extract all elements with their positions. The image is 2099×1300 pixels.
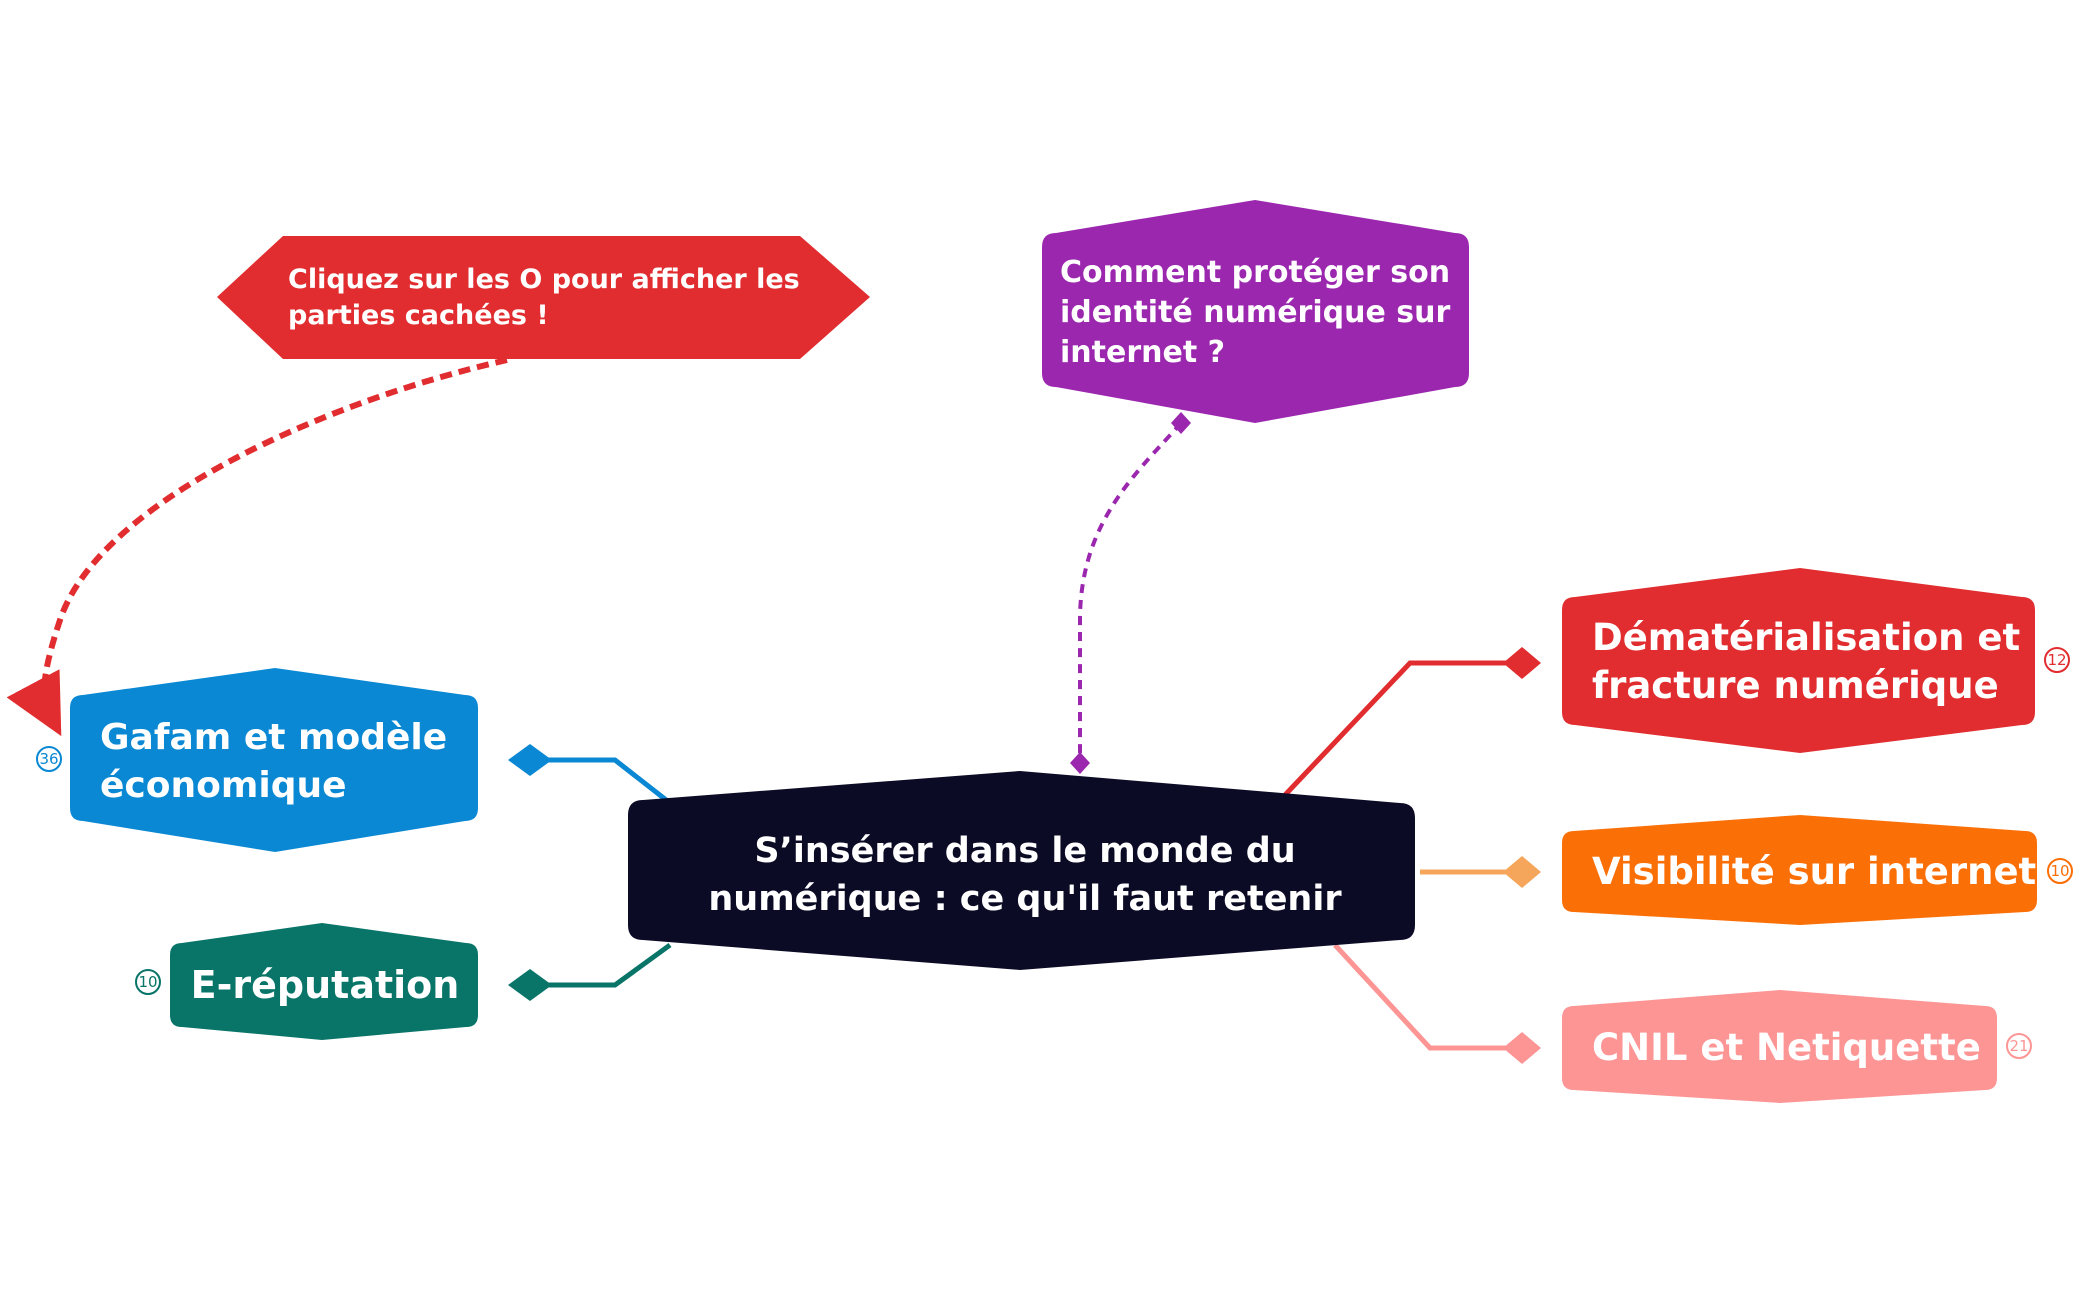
ereputation-node[interactable]: [170, 923, 478, 1040]
ereputation-count-badge[interactable]: 10: [135, 969, 161, 995]
question-connector-end-diamond: [1171, 412, 1191, 434]
dematerialisation-connector: [1283, 660, 1510, 797]
hint-callout-label: Cliquez sur les O pour afficher les part…: [288, 264, 800, 331]
visibilite-count: 10: [2050, 862, 2069, 880]
question-callout[interactable]: [1042, 200, 1469, 423]
cnil-node[interactable]: [1562, 990, 1997, 1103]
gafam-node-label: Gafam et modèle économique: [100, 717, 448, 806]
visibilite-node[interactable]: [1562, 815, 2037, 925]
dematerialisation-node-label: Dématérialisation et fracture numérique: [1592, 616, 2021, 707]
question-connector-start-diamond: [1070, 752, 1090, 774]
root-node[interactable]: [628, 771, 1415, 970]
cnil-node-label: CNIL et Netiquette: [1592, 1026, 1981, 1069]
ereputation-connector-diamond: [508, 969, 552, 1001]
hint-arrow: [6, 357, 508, 737]
cnil-connector-diamond: [1503, 1032, 1541, 1064]
cnil-count: 21: [2009, 1037, 2028, 1055]
ereputation-node-label: E-réputation: [190, 963, 460, 1007]
dematerialisation-node[interactable]: [1562, 568, 2035, 753]
visibilite-count-badge[interactable]: 10: [2047, 858, 2073, 884]
visibilite-connector-diamond: [1503, 856, 1541, 888]
root-node-label: S’insérer dans le monde du numérique : c…: [708, 831, 1342, 919]
cnil-count-badge[interactable]: 21: [2006, 1033, 2032, 1059]
cnil-connector: [1333, 943, 1510, 1051]
gafam-connector: [530, 757, 672, 805]
dematerialisation-count: 12: [2047, 651, 2066, 669]
ereputation-count: 10: [138, 973, 157, 991]
hint-callout[interactable]: [217, 236, 870, 359]
gafam-connector-diamond: [508, 744, 552, 776]
question-callout-label: Comment protéger son identité numérique …: [1060, 255, 1451, 370]
visibilite-node-label: Visibilité sur internet: [1592, 850, 2037, 893]
question-connector: [1077, 421, 1183, 760]
gafam-node[interactable]: [70, 668, 478, 852]
gafam-count-badge[interactable]: 36: [36, 746, 62, 772]
dematerialisation-count-badge[interactable]: 12: [2044, 647, 2070, 673]
ereputation-connector: [530, 942, 672, 988]
gafam-count: 36: [39, 750, 58, 768]
dematerialisation-connector-diamond: [1503, 647, 1541, 679]
